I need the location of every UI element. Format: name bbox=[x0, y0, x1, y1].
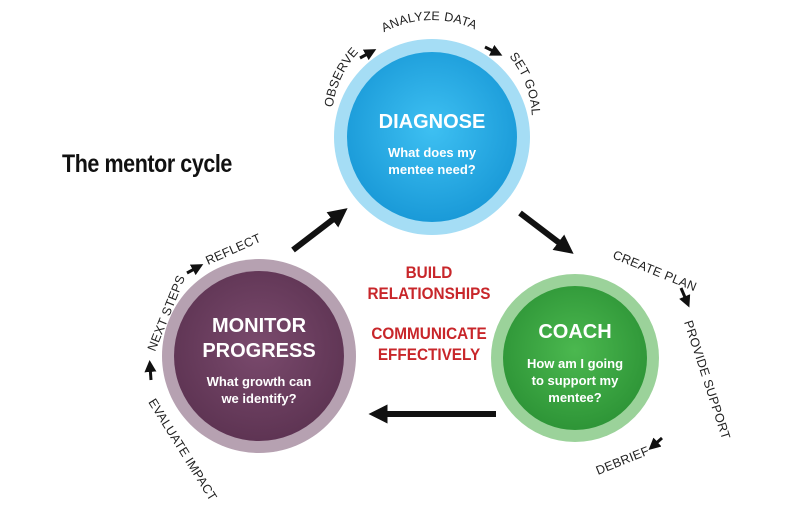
diagnose-step-arrow-1 bbox=[359, 49, 377, 61]
coach-step-arrow-2 bbox=[648, 436, 663, 450]
monitor-stage: MONITOR PROGRESS What growth can we iden… bbox=[162, 259, 356, 453]
center-build: BUILD bbox=[405, 263, 453, 282]
coach-question-line3: mentee? bbox=[548, 390, 602, 405]
coach-step-debrief: DEBRIEF bbox=[594, 444, 651, 478]
monitor-step-arrow-2 bbox=[186, 264, 204, 276]
monitor-step-arrow-1 bbox=[144, 360, 157, 381]
monitor-circle bbox=[174, 271, 344, 441]
diagnose-circle bbox=[347, 52, 517, 222]
center-communicate: COMMUNICATE bbox=[371, 324, 487, 343]
diagnose-title: DIAGNOSE bbox=[379, 111, 486, 133]
diagnose-step-analyze-data: ANALYZE DATA bbox=[379, 9, 480, 35]
coach-question-line1: How am I going bbox=[527, 356, 623, 371]
coach-circle bbox=[503, 286, 647, 430]
diagnose-question-line1: What does my bbox=[388, 145, 477, 160]
coach-step-arrow-1 bbox=[679, 287, 691, 308]
coach-title: COACH bbox=[538, 321, 611, 343]
coach-step-provide-support: PROVIDE SUPPORT bbox=[681, 319, 733, 442]
page-title: The mentor cycle bbox=[62, 150, 232, 178]
diagnose-step-arrow-2 bbox=[484, 44, 503, 56]
center-effectively: EFFECTIVELY bbox=[377, 345, 481, 364]
arrow-monitor-to-diagnose bbox=[291, 208, 348, 253]
coach-question-line2: to support my bbox=[532, 373, 619, 388]
arrow-diagnose-to-coach bbox=[518, 210, 574, 254]
center-relationships: RELATIONSHIPS bbox=[367, 284, 491, 303]
monitor-title-line2: PROGRESS bbox=[202, 340, 315, 362]
diagnose-question-line2: mentee need? bbox=[388, 162, 475, 177]
monitor-question-line2: we identify? bbox=[220, 391, 296, 406]
monitor-question-line1: What growth can bbox=[207, 374, 312, 389]
coach-step-create-plan: CREATE PLAN bbox=[611, 248, 699, 294]
diagnose-stage: DIAGNOSE What does my mentee need? bbox=[334, 39, 530, 235]
monitor-title-line1: MONITOR bbox=[212, 315, 307, 337]
coach-stage: COACH How am I going to support my mente… bbox=[491, 274, 659, 442]
